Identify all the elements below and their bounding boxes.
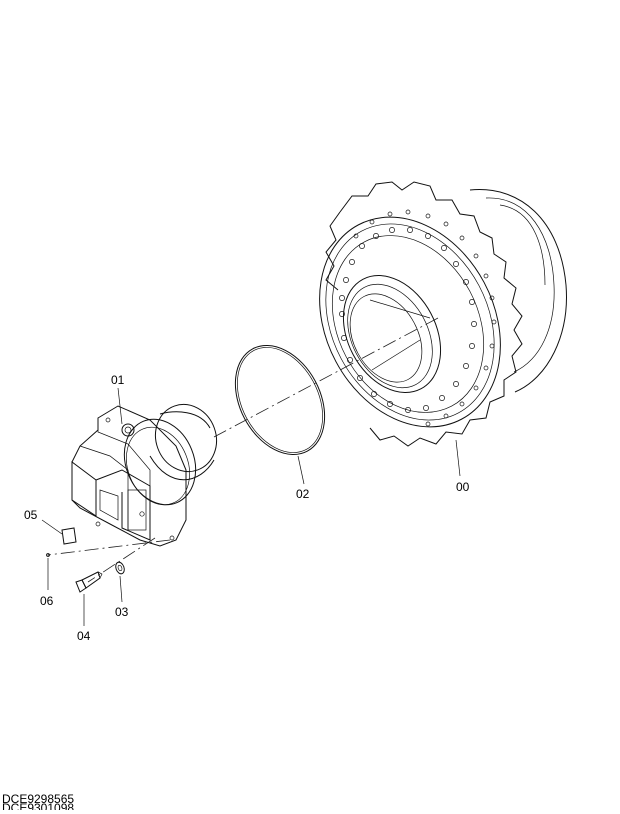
callout-05: 05 [24, 508, 38, 522]
travel-motor [71, 403, 217, 547]
callout-00: 00 [456, 480, 470, 494]
document-id-secondary: DCE9301098 [2, 802, 75, 810]
leader-lines [41, 387, 461, 626]
name-plate [61, 527, 77, 545]
callout-06: 06 [40, 594, 54, 608]
callout-01: 01 [111, 373, 125, 387]
pin [46, 553, 50, 557]
document-id: DCE9298565 [2, 792, 75, 806]
callout-03: 03 [115, 605, 129, 619]
callout-04: 04 [77, 629, 91, 643]
bolt [75, 571, 103, 593]
callout-02: 02 [296, 487, 310, 501]
washer [115, 561, 125, 575]
o-ring [234, 344, 326, 456]
sprocket-hub [319, 181, 567, 447]
